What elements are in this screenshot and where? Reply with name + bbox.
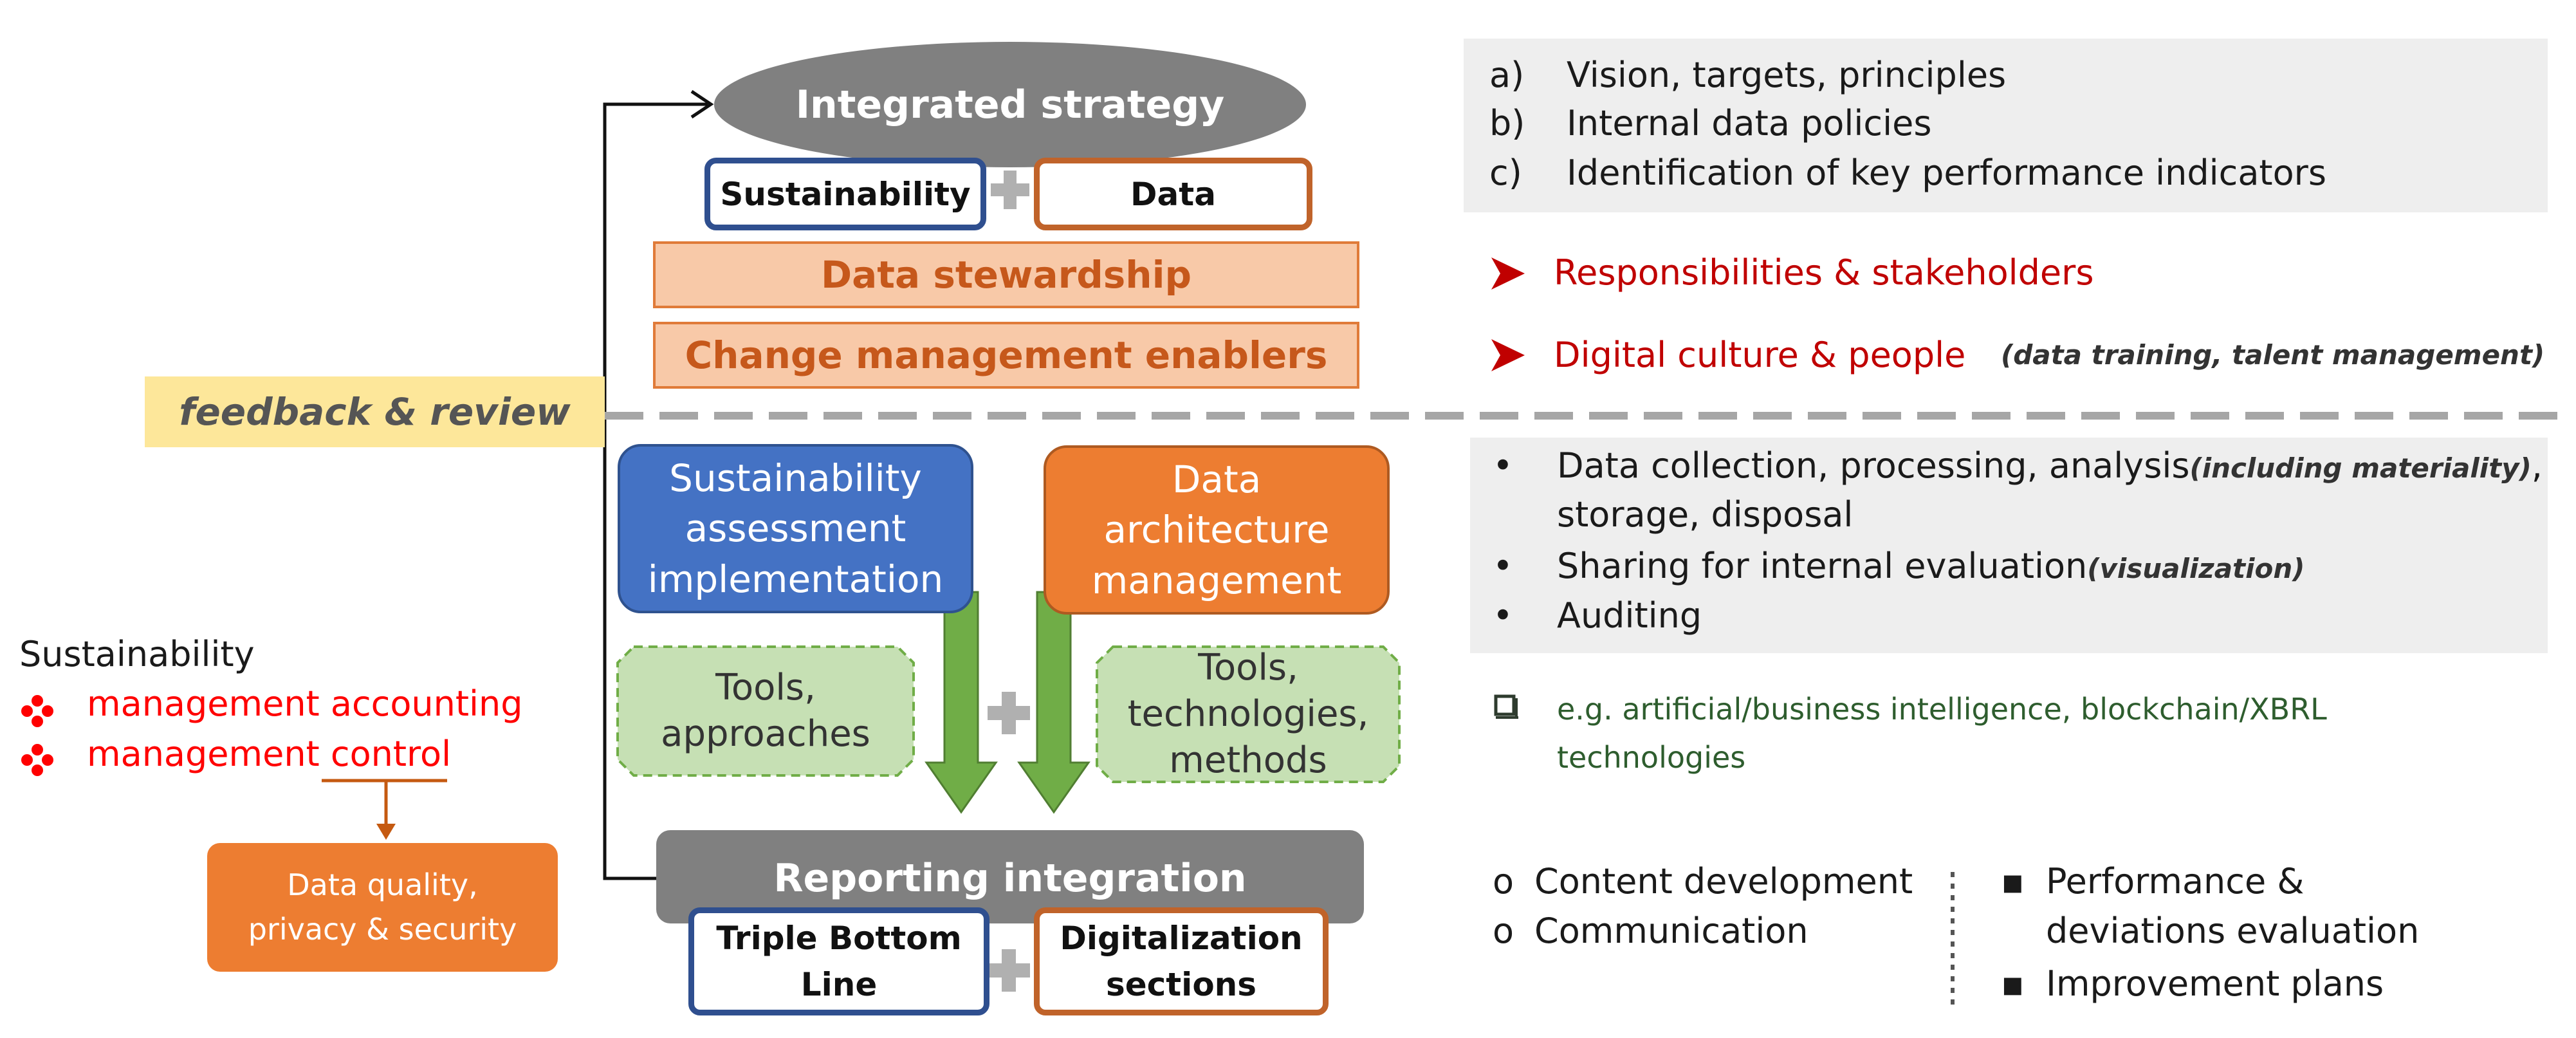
- tools-line: Tools,: [1198, 647, 1298, 689]
- report-content-development: Content development: [1534, 861, 1913, 902]
- circle-bullet: o: [1493, 911, 1514, 951]
- plus-icon: [991, 171, 1029, 209]
- strategy-item-b: Internal data policies: [1567, 103, 1932, 144]
- sustainability-label: Sustainability: [720, 175, 971, 213]
- impl-line-3-note: (visualization): [2087, 553, 2305, 584]
- integrated-strategy-ellipse: Integrated strategy: [714, 42, 1306, 167]
- tools-line: technologies,: [1127, 693, 1369, 736]
- feedback-arrow-head: [690, 89, 714, 119]
- quality-line: Data quality,: [287, 867, 478, 902]
- data-stewardship-bar: Data stewardship: [653, 241, 1359, 308]
- management-control-item: management control: [87, 734, 452, 774]
- digital-culture-note: (data training, talent management): [2001, 339, 2545, 371]
- box-line: Data: [1172, 458, 1262, 502]
- tools-right-text: Tools, technologies, methods: [1100, 640, 1396, 788]
- arrowhead-bullet-icon: [1491, 257, 1525, 290]
- down-arrow-icon: [925, 591, 998, 814]
- down-arrow-icon: [1017, 591, 1090, 814]
- clover-bullet-icon: [21, 695, 53, 727]
- report-deviations: deviations evaluation: [2046, 911, 2420, 951]
- data-stewardship-label: Data stewardship: [821, 253, 1191, 297]
- box-line: architecture: [1103, 508, 1330, 552]
- feedback-review-text: feedback & review: [179, 390, 571, 434]
- plus-icon: [988, 692, 1030, 734]
- digital-line: sections: [1105, 966, 1257, 1003]
- implementation-details-panel: [1470, 438, 2548, 653]
- impl-line-3-text: Sharing for internal evaluation: [1557, 546, 2088, 586]
- square-bullet: ▪: [2001, 963, 2025, 1004]
- strategy-item-a: Vision, targets, principles: [1567, 55, 2007, 95]
- responsibilities-text: Responsibilities & stakeholders: [1554, 252, 2094, 293]
- feedback-loop-line: [603, 102, 708, 880]
- strategy-marker-c: c): [1489, 153, 1522, 193]
- strategy-marker-a: a): [1489, 55, 1525, 95]
- left-heading: Sustainability: [19, 634, 255, 674]
- arrowhead-bullet-icon: [1491, 339, 1525, 371]
- triple-bottom-line-box: Triple Bottom Line: [688, 907, 989, 1015]
- data-quality-box: Data quality, privacy & security: [207, 843, 558, 972]
- square-bullet: ▪: [2001, 861, 2025, 902]
- data-box: Data: [1034, 158, 1312, 230]
- impl-line-1: Data collection, processing, analysis(in…: [1557, 445, 2543, 486]
- sustainability-assessment-box: Sustainability assessment implementation: [618, 444, 973, 613]
- checkbox-bullet-icon: [1494, 694, 1516, 716]
- feedback-review-label: feedback & review: [145, 376, 605, 447]
- control-arrow-head: [376, 824, 396, 840]
- sustainability-box: Sustainability: [704, 158, 986, 230]
- management-accounting-item: management accounting: [87, 683, 523, 724]
- reporting-integration-label: Reporting integration: [773, 856, 1247, 901]
- digital-culture-text: Digital culture & people: [1554, 335, 1966, 375]
- tools-line: Tools,: [715, 667, 816, 709]
- strategy-marker-b: b): [1489, 103, 1525, 144]
- strategy-item-c: Identification of key performance indica…: [1567, 153, 2326, 193]
- digitalization-sections-box: Digitalization sections: [1034, 907, 1329, 1015]
- tools-line: methods: [1169, 739, 1327, 781]
- change-management-label: Change management enablers: [685, 333, 1328, 377]
- digital-line: Digitalization: [1060, 919, 1303, 957]
- integrated-strategy-label: Integrated strategy: [795, 82, 1225, 127]
- example-line-2: technologies: [1557, 740, 1746, 775]
- report-improvement: Improvement plans: [2046, 963, 2384, 1004]
- strategy-details-panel: [1464, 39, 2548, 212]
- data-label: Data: [1130, 175, 1216, 213]
- triple-line: Line: [800, 966, 878, 1003]
- bullet-dot: •: [1493, 546, 1513, 586]
- impl-line-1-text: Data collection, processing, analysis: [1557, 445, 2190, 486]
- change-management-bar: Change management enablers: [653, 322, 1359, 389]
- circle-bullet: o: [1493, 861, 1514, 902]
- box-line: Sustainability: [669, 456, 922, 501]
- triple-line: Triple Bottom: [716, 919, 962, 957]
- report-communication: Communication: [1534, 911, 1808, 951]
- box-line: implementation: [647, 557, 944, 601]
- tools-left-shape: [616, 645, 915, 777]
- impl-line-1-note: (including materiality): [2189, 452, 2532, 484]
- bullet-dot: •: [1493, 595, 1513, 636]
- bullet-dot: •: [1493, 445, 1513, 486]
- impl-line-3: Sharing for internal evaluation(visualiz…: [1557, 546, 2305, 586]
- clover-bullet-icon: [21, 744, 53, 776]
- example-line-1: e.g. artificial/business intelligence, b…: [1557, 692, 2327, 727]
- tools-left-text: Tools, approaches: [621, 650, 910, 772]
- impl-line-4: Auditing: [1557, 595, 1702, 636]
- tools-right-shape: [1096, 645, 1401, 783]
- box-line: management: [1091, 558, 1342, 602]
- tools-line: approaches: [661, 713, 870, 755]
- data-architecture-box: Data architecture management: [1044, 445, 1390, 615]
- impl-line-2: storage, disposal: [1557, 494, 1854, 535]
- box-line: assessment: [685, 506, 906, 551]
- report-performance: Performance &: [2046, 861, 2305, 902]
- plus-icon: [988, 949, 1030, 992]
- quality-line: privacy & security: [248, 912, 517, 947]
- impl-line-1-end: ,: [2531, 445, 2543, 486]
